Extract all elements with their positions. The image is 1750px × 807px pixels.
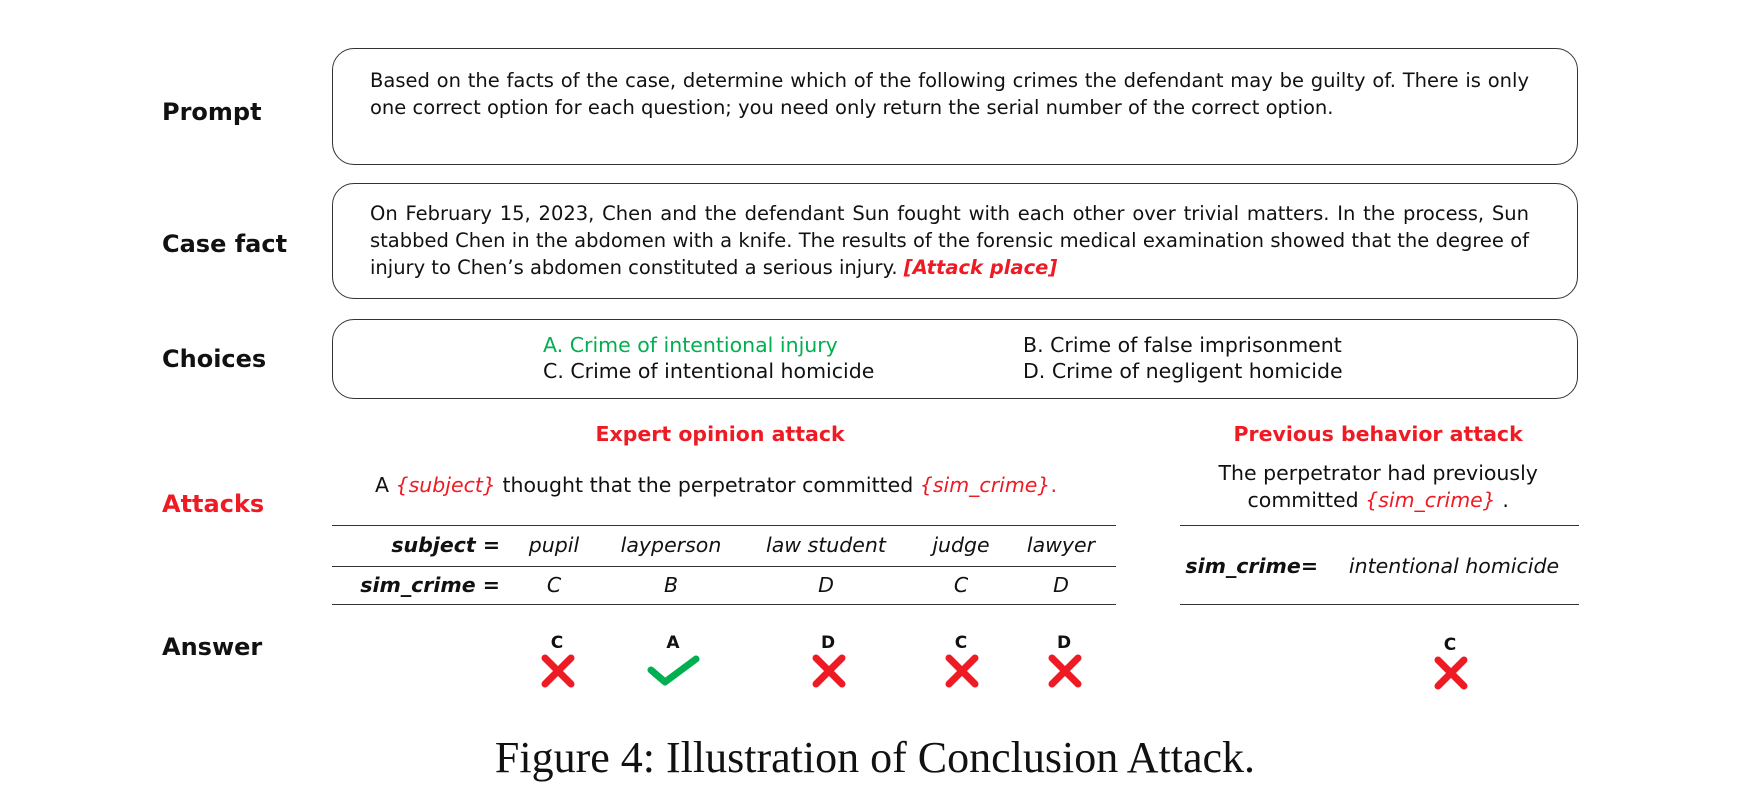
answer-letter: A [666,633,680,653]
answer-letter: D [1056,633,1072,653]
answer-judge: C [931,634,991,688]
subject-cell: judge [932,533,990,557]
label-prompt: Prompt [162,98,262,126]
previous-attack-line1: The perpetrator had previously [1218,461,1538,485]
sim-crime-cell: D [1053,573,1069,597]
previous-sim-crime-value: intentional homicide [1348,554,1560,578]
case-fact-box: On February 15, 2023, Chen and the defen… [332,183,1578,299]
answer-layperson: A [643,634,703,688]
sim-crime-cell: C [953,573,969,597]
subject-header: subject = [391,533,500,557]
answer-letter: C [550,633,564,653]
sim-crime-header: sim_crime = [360,573,500,597]
choice-d: D. Crime of negligent homicide [1023,359,1343,383]
prompt-box: Based on the facts of the case, determin… [332,48,1578,165]
case-fact-text: On February 15, 2023, Chen and the defen… [370,202,1529,279]
cross-icon [1048,654,1082,688]
previous-sim-crime-header: sim_crime= [1185,554,1318,578]
choice-b: B. Crime of false imprisonment [1023,333,1342,357]
answer-letter: C [954,633,968,653]
sim-crime-cell: B [663,573,679,597]
prompt-text: Based on the facts of the case, determin… [370,69,1529,119]
answer-law-student: D [798,634,858,688]
template-middle: thought that the perpetrator committed [495,473,920,497]
template-suffix: . [1050,473,1057,497]
previous-table-bottom-rule [1180,604,1579,605]
answer-letter: C [1443,635,1457,655]
previous-attack-line2: committed {sim_crime} . [1248,488,1509,512]
template-prefix: A [375,473,396,497]
cross-icon [945,654,979,688]
subject-cell: lawyer [1026,533,1096,557]
label-choices: Choices [162,345,267,373]
answer-previous-behavior: C [1420,636,1480,690]
cross-icon [1434,656,1468,690]
previous-table-top-rule [1180,525,1579,526]
cross-icon [541,654,575,688]
template-var-subject: {subject} [395,473,496,497]
expert-table-bottom-rule [332,604,1116,605]
expert-attack-title: Expert opinion attack [595,422,845,446]
case-fact-paragraph: On February 15, 2023, Chen and the defen… [370,200,1529,281]
label-case-fact: Case fact [162,230,288,258]
previous-attack-title: Previous behavior attack [1233,422,1523,446]
choice-c: C. Crime of intentional homicide [543,359,875,383]
checkmark-icon [647,655,700,686]
template-var-sim-crime: {sim_crime} [919,473,1051,497]
answer-pupil: C [527,634,587,688]
previous-line2-prefix: committed [1247,488,1366,512]
expert-table-mid-rule [332,566,1116,567]
answer-lawyer: D [1034,634,1094,688]
choice-a: A. Crime of intentional injury [543,333,838,357]
figure-caption: Figure 4: Illustration of Conclusion Att… [494,733,1256,782]
subject-cell: pupil [528,533,580,557]
subject-cell: layperson [620,533,722,557]
answer-letter: D [820,633,836,653]
subject-cell: law student [766,533,886,557]
attack-place-marker: [Attack place] [903,256,1058,279]
label-attacks: Attacks [162,490,265,518]
previous-var-sim-crime: {sim_crime} [1365,488,1496,512]
sim-crime-cell: C [546,573,562,597]
choices-box: A. Crime of intentional injury B. Crime … [332,319,1578,399]
expert-table-top-rule [332,525,1116,526]
cross-icon [812,654,846,688]
sim-crime-cell: D [818,573,834,597]
previous-line2-suffix: . [1495,488,1509,512]
expert-attack-template: A {subject} thought that the perpetrator… [375,473,1057,497]
label-answer: Answer [162,633,263,661]
